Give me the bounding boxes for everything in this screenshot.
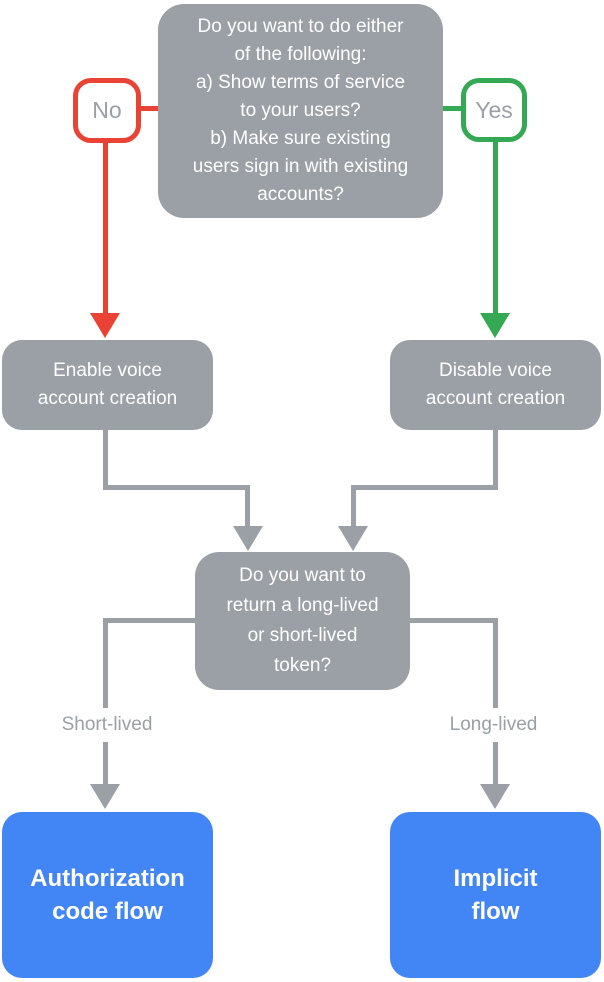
edge-long-horizontal (410, 618, 498, 623)
edge-short-horizontal (103, 618, 195, 623)
badge-yes: Yes (461, 78, 527, 142)
node-enable-voice-account-creation: Enable voice account creation (2, 340, 213, 430)
edge-no-vertical (103, 140, 108, 314)
authorization-code-flow-text: Authorization code flow (30, 865, 185, 925)
badge-no-text: No (92, 97, 122, 123)
implicit-flow-text: Implicit flow (453, 865, 538, 925)
node-implicit-flow: Implicit flow (390, 812, 601, 978)
arrowhead-yes-to-disable (480, 313, 510, 338)
arrowhead-disable-to-token (338, 526, 368, 551)
edge-no-horizontal (138, 106, 160, 111)
arrowhead-no-to-enable (90, 313, 120, 338)
edge-short-vertical (103, 618, 108, 786)
node-token-question: Do you want to return a long-lived or sh… (195, 552, 410, 690)
arrowhead-short-to-auth (90, 784, 120, 809)
edge-disable-down (493, 430, 498, 490)
label-long-lived: Long-lived (412, 708, 575, 742)
disable-voice-text: Disable voice account creation (425, 360, 566, 409)
edge-enable-down (103, 430, 108, 490)
badge-yes-text: Yes (475, 96, 513, 123)
node-start-question: Do you want to do either of the followin… (158, 4, 443, 218)
short-lived-text: Short-lived (61, 714, 153, 735)
edge-disable-drop (351, 485, 356, 527)
edge-yes-horizontal (441, 106, 463, 111)
arrowhead-long-to-implicit (480, 784, 510, 809)
edge-yes-vertical (493, 140, 498, 314)
edge-enable-horizontal (103, 485, 250, 490)
badge-no: No (73, 78, 141, 143)
node-disable-voice-account-creation: Disable voice account creation (390, 340, 601, 430)
edge-enable-drop (245, 485, 250, 527)
node-authorization-code-flow: Authorization code flow (2, 812, 213, 978)
token-question-text: Do you want to return a long-lived or sh… (226, 565, 379, 676)
edge-disable-horizontal (353, 485, 498, 490)
start-question-text: Do you want to do either of the followin… (192, 16, 409, 205)
long-lived-text: Long-lived (449, 714, 538, 735)
enable-voice-text: Enable voice account creation (37, 360, 178, 409)
arrowhead-enable-to-token (233, 526, 263, 551)
edge-long-vertical (493, 618, 498, 786)
label-short-lived: Short-lived (22, 708, 192, 742)
